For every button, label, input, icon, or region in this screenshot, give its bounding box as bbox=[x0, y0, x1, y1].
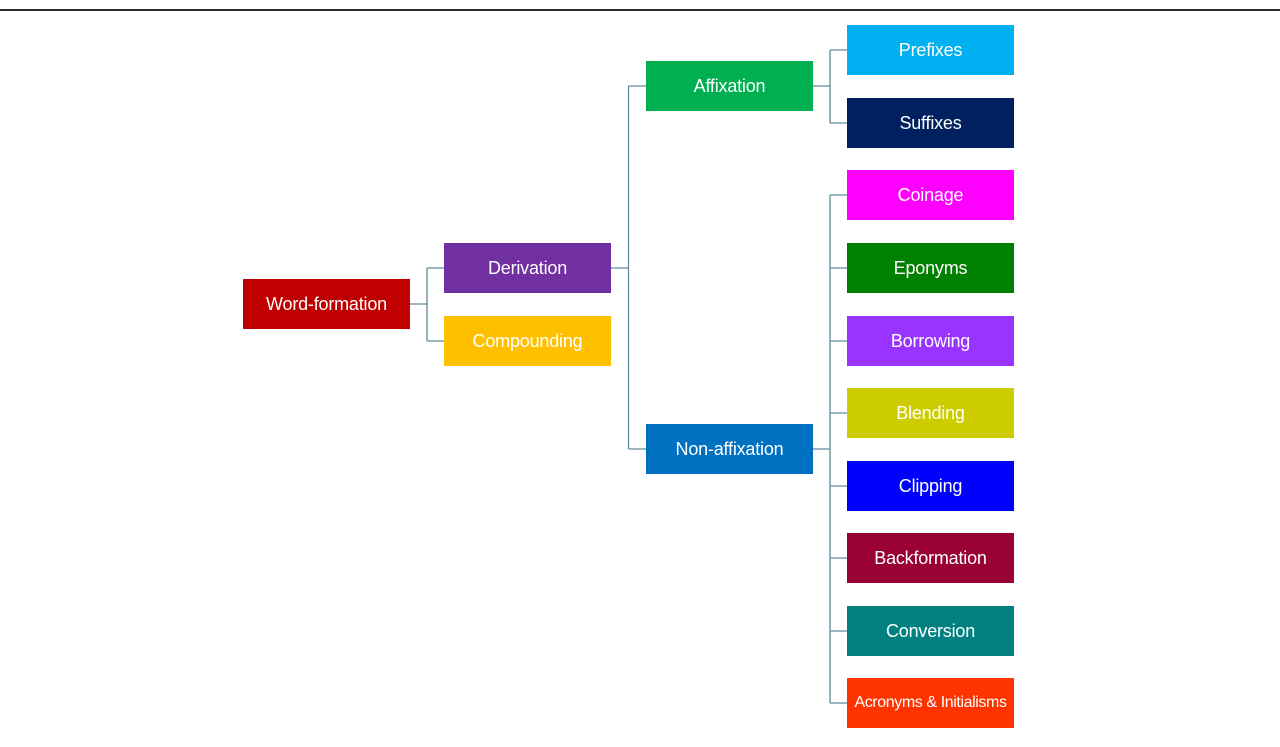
node-label: Eponyms bbox=[893, 257, 968, 278]
node-coinage: Coinage bbox=[847, 170, 1014, 220]
node-clipping: Clipping bbox=[847, 461, 1014, 511]
node-prefixes: Prefixes bbox=[847, 25, 1014, 75]
node-label: Word-formation bbox=[266, 293, 387, 314]
node-blending: Blending bbox=[847, 388, 1014, 438]
node-label: Borrowing bbox=[890, 330, 971, 351]
node-compounding: Compounding bbox=[444, 316, 611, 366]
node-label: Blending bbox=[896, 402, 965, 423]
connector-word-formation bbox=[410, 267, 444, 342]
node-label: Coinage bbox=[897, 184, 964, 205]
node-word-formation: Word-formation bbox=[243, 279, 410, 329]
node-acronyms-initialisms: Acronyms & Initialisms bbox=[847, 678, 1014, 728]
node-derivation: Derivation bbox=[444, 243, 611, 293]
node-label: Conversion bbox=[885, 620, 976, 641]
node-label: Non-affixation bbox=[675, 438, 784, 459]
node-label: Backformation bbox=[874, 547, 987, 568]
node-eponyms: Eponyms bbox=[847, 243, 1014, 293]
connector-non-affixation bbox=[813, 194, 847, 704]
node-borrowing: Borrowing bbox=[847, 316, 1014, 366]
connector-affixation bbox=[813, 49, 847, 124]
connector-derivation bbox=[611, 85, 646, 450]
node-suffixes: Suffixes bbox=[847, 98, 1014, 148]
node-label: Clipping bbox=[898, 475, 963, 496]
node-non-affixation: Non-affixation bbox=[646, 424, 813, 474]
top-divider bbox=[0, 9, 1280, 11]
node-label: Prefixes bbox=[898, 39, 963, 60]
node-backformation: Backformation bbox=[847, 533, 1014, 583]
node-label: Compounding bbox=[472, 330, 583, 351]
node-label: Derivation bbox=[487, 257, 568, 278]
node-label: Acronyms & Initialisms bbox=[854, 694, 1007, 711]
node-label: Suffixes bbox=[899, 112, 962, 133]
node-conversion: Conversion bbox=[847, 606, 1014, 656]
node-affixation: Affixation bbox=[646, 61, 813, 111]
node-label: Affixation bbox=[693, 75, 766, 96]
